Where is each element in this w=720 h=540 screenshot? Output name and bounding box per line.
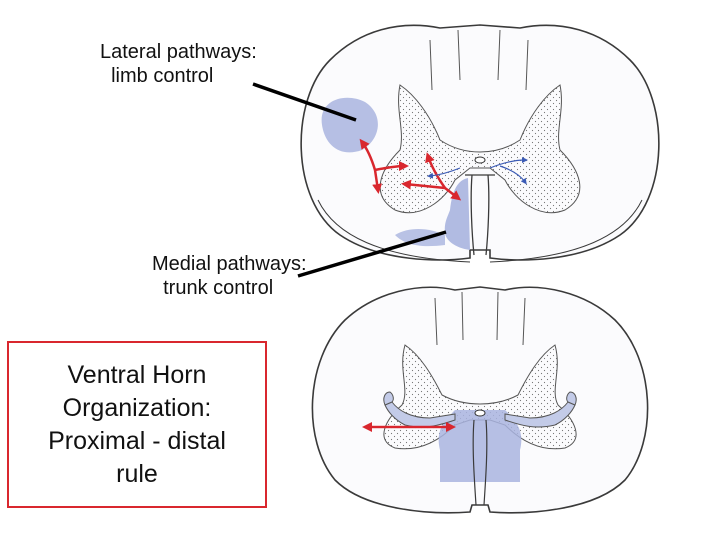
lateral-leader-line [252,82,357,122]
medial-line-2: trunk control [152,277,274,299]
medial-ventral-region [438,410,522,482]
box-line-1: Ventral Horn [67,360,207,389]
red-arrows-upper [359,138,462,201]
upper-grey-matter [379,84,581,214]
lateral-pathways-label: Lateral pathways: limb control [100,40,257,88]
lower-cord-section [311,286,649,514]
medial-pathway-region [444,178,470,250]
medial-pathways-label: Medial pathways: trunk control [152,252,307,300]
central-canal [474,156,486,164]
ventral-horn-box: Ventral Horn Organization: Proximal - di… [7,341,267,508]
box-line-2: Organization: [62,393,212,422]
box-line-3: Proximal - distal [48,426,226,455]
lower-cord-outline [311,286,649,514]
lateral-line-1: Lateral pathways: [100,41,257,63]
upper-cord-section [300,24,660,263]
box-line-4: rule [116,459,158,488]
lateral-line-2: limb control [100,65,214,87]
medial-leader-line [297,230,447,278]
medial-line-1: Medial pathways: [152,253,307,275]
ventral-horn-text: Ventral Horn Organization: Proximal - di… [48,359,226,491]
homunculus-figure [383,391,577,428]
ventral-fissure [465,174,495,256]
